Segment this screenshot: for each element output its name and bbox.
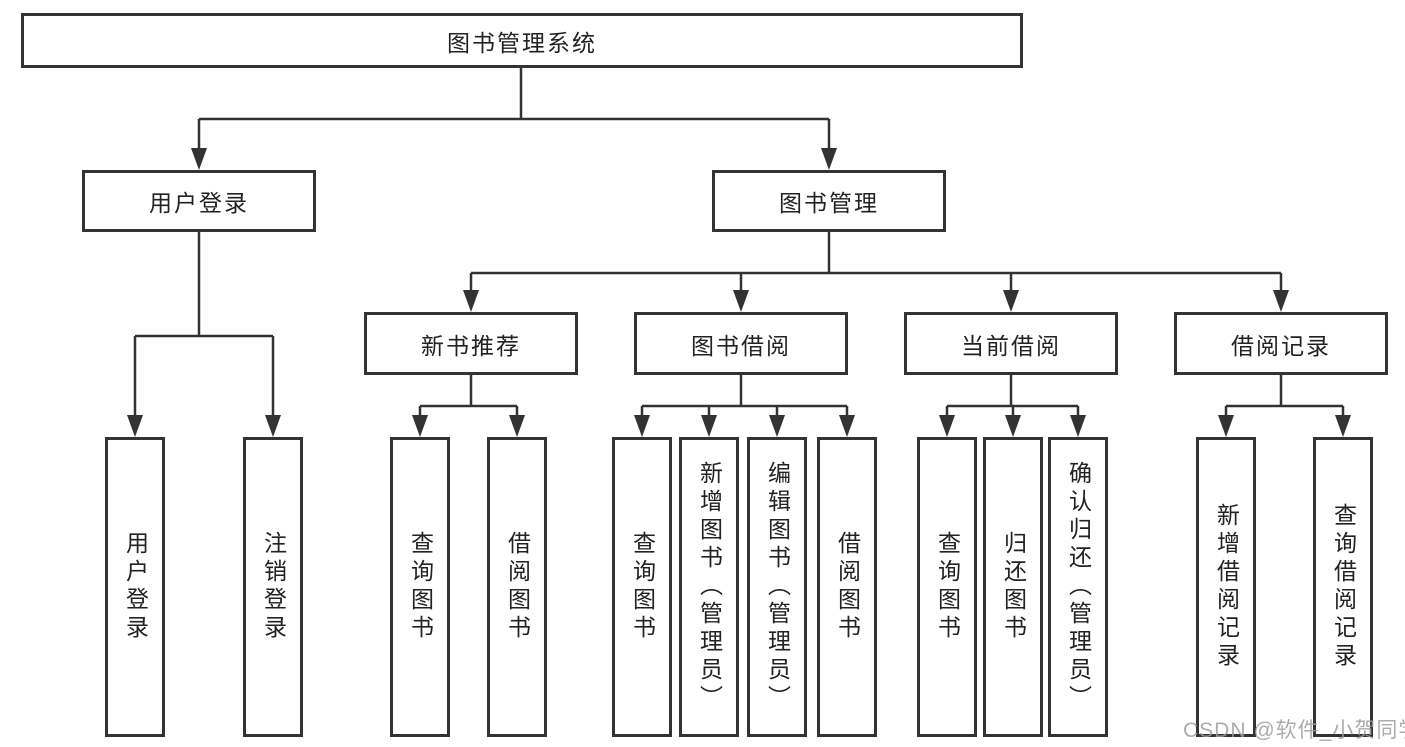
leaf-confirm-return-admin: 确认归还（管理员）: [1048, 437, 1108, 737]
leaf-current-query-books: 查询图书: [917, 437, 977, 737]
connector-new-book-recommend: [412, 375, 525, 437]
leaf-query-borrow-record: 查询借阅记录: [1313, 437, 1373, 737]
leaf-recommend-query-books: 查询图书: [390, 437, 450, 737]
leaf-add-borrow-record: 新增借阅记录: [1196, 437, 1256, 737]
node-current-borrow: 当前借阅: [904, 312, 1118, 375]
leaf-add-books-admin: 新增图书（管理员）: [679, 437, 739, 737]
leaf-recommend-borrow-books: 借阅图书: [487, 437, 547, 737]
node-library-management-system: 图书管理系统: [21, 13, 1023, 68]
node-new-book-recommend: 新书推荐: [364, 312, 578, 375]
leaf-edit-books-admin: 编辑图书（管理员）: [747, 437, 807, 737]
connector-current-borrow: [939, 375, 1086, 437]
watermark: CSDN @软件_小贺同学: [1183, 719, 1405, 742]
connector-root-to-level2: [191, 68, 837, 170]
leaf-return-books: 归还图书: [983, 437, 1043, 737]
node-user-login: 用户登录: [82, 170, 316, 232]
connector-user-login-branch: [127, 232, 281, 437]
connector-book-borrow: [634, 375, 855, 437]
leaf-borrow-query-books: 查询图书: [612, 437, 672, 737]
leaf-logout-login: 注销登录: [243, 437, 303, 737]
node-borrow-records: 借阅记录: [1174, 312, 1388, 375]
node-book-borrow: 图书借阅: [634, 312, 848, 375]
leaf-user-login: 用户登录: [105, 437, 165, 737]
leaf-borrow-borrow-books: 借阅图书: [817, 437, 877, 737]
connector-book-management-branch: [463, 232, 1289, 312]
node-book-management: 图书管理: [712, 170, 946, 232]
connector-borrow-records: [1218, 375, 1351, 437]
